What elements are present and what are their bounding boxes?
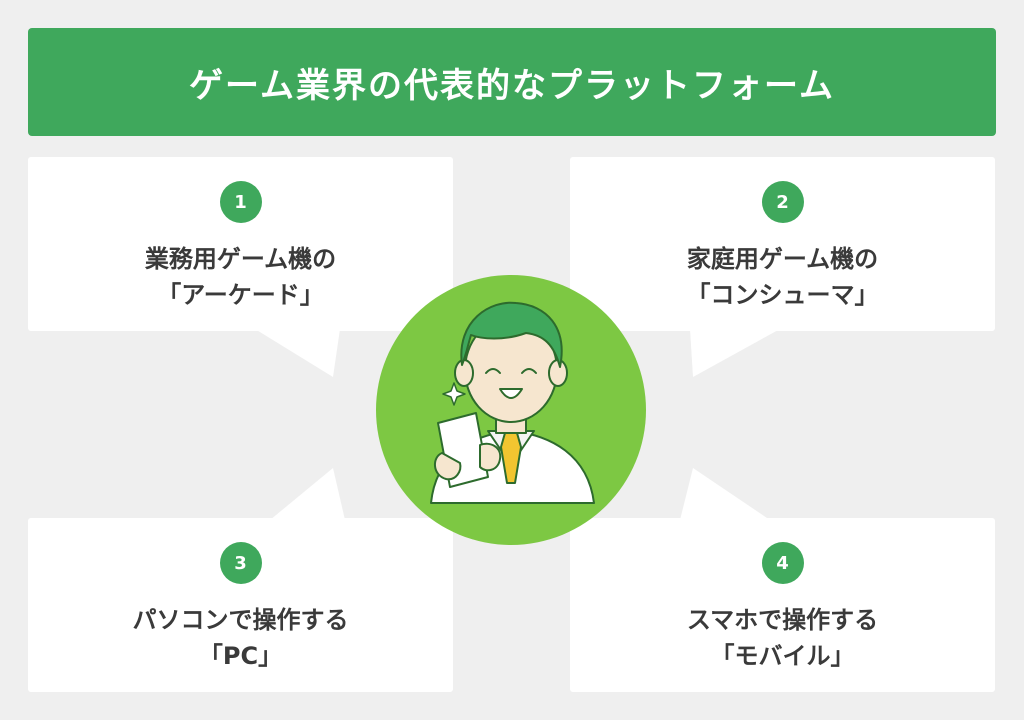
bubble-3-tail bbox=[270, 468, 345, 520]
hair bbox=[460, 301, 563, 368]
platform-card-2: 2 家庭用ゲーム機の 「コンシューマ」 bbox=[570, 157, 995, 331]
platform-line-1: スマホで操作する bbox=[686, 606, 879, 634]
hand-right bbox=[479, 442, 502, 472]
bubble-4-tail bbox=[680, 468, 770, 520]
platform-card-1: 1 業務用ゲーム機の 「アーケード」 bbox=[28, 157, 453, 331]
number-badge: 4 bbox=[761, 542, 804, 584]
bubble-3 bbox=[28, 518, 453, 692]
ear-left bbox=[454, 359, 474, 387]
number-badge: 2 bbox=[761, 181, 804, 223]
platform-card-3: 3 パソコンで操作する 「PC」 bbox=[28, 518, 453, 692]
bubble-2-tail bbox=[690, 329, 780, 377]
platform-line-2: 「モバイル」 bbox=[710, 642, 855, 670]
platform-card-4: 4 スマホで操作する 「モバイル」 bbox=[570, 518, 995, 692]
platform-line-2: 「PC」 bbox=[198, 642, 283, 670]
bubble-1 bbox=[28, 157, 453, 331]
platform-line-1: 業務用ゲーム機の bbox=[144, 245, 337, 273]
mouth bbox=[499, 388, 523, 399]
hand-left bbox=[434, 452, 462, 481]
bubble-4 bbox=[570, 518, 995, 692]
eye-left bbox=[485, 368, 501, 374]
sparkle-icon bbox=[442, 382, 466, 406]
platform-line-2: 「アーケード」 bbox=[157, 281, 324, 309]
smiling-man-holding-paper-icon bbox=[376, 275, 646, 545]
platform-line-1: 家庭用ゲーム機の bbox=[686, 245, 879, 273]
number-badge: 3 bbox=[219, 542, 262, 584]
title-banner: ゲーム業界の代表的なプラットフォーム bbox=[28, 28, 996, 136]
ear-right bbox=[548, 359, 568, 387]
platform-line-1: パソコンで操作する bbox=[132, 606, 349, 634]
page-title: ゲーム業界の代表的なプラットフォーム bbox=[189, 65, 835, 106]
number-badge: 1 bbox=[219, 181, 262, 223]
eye-right bbox=[521, 368, 537, 374]
bubble-2 bbox=[570, 157, 995, 331]
platform-line-2: 「コンシューマ」 bbox=[686, 281, 879, 309]
bubble-1-tail bbox=[255, 329, 340, 377]
